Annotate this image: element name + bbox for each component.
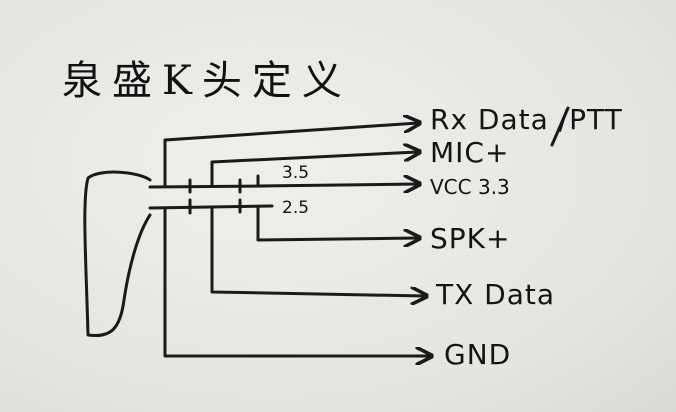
label-rx-data-ptt: Rx Data /PTT: [430, 103, 623, 136]
label-3-5: 3.5: [282, 163, 310, 183]
plug-line-top: [148, 184, 270, 189]
wire-spk: [256, 205, 418, 240]
label-gnd: GND: [444, 338, 512, 371]
label-tx-data: TX Data: [436, 278, 556, 311]
wire-mic: [210, 152, 418, 188]
label-spk: SPK+: [430, 222, 511, 255]
wire-gnd: [163, 206, 430, 356]
plug-body: [83, 170, 152, 338]
plug-tick-1: [188, 178, 242, 215]
wire-tx: [210, 205, 425, 296]
label-vcc: VCC 3.3: [430, 175, 510, 199]
slash-mark: [550, 106, 570, 147]
label-2-5: 2.5: [282, 198, 310, 218]
wire-vcc: [256, 174, 418, 186]
diagram-title: 泉盛K头定义: [62, 58, 352, 104]
wire-rx: [163, 123, 418, 188]
label-mic: MIC+: [430, 136, 510, 169]
